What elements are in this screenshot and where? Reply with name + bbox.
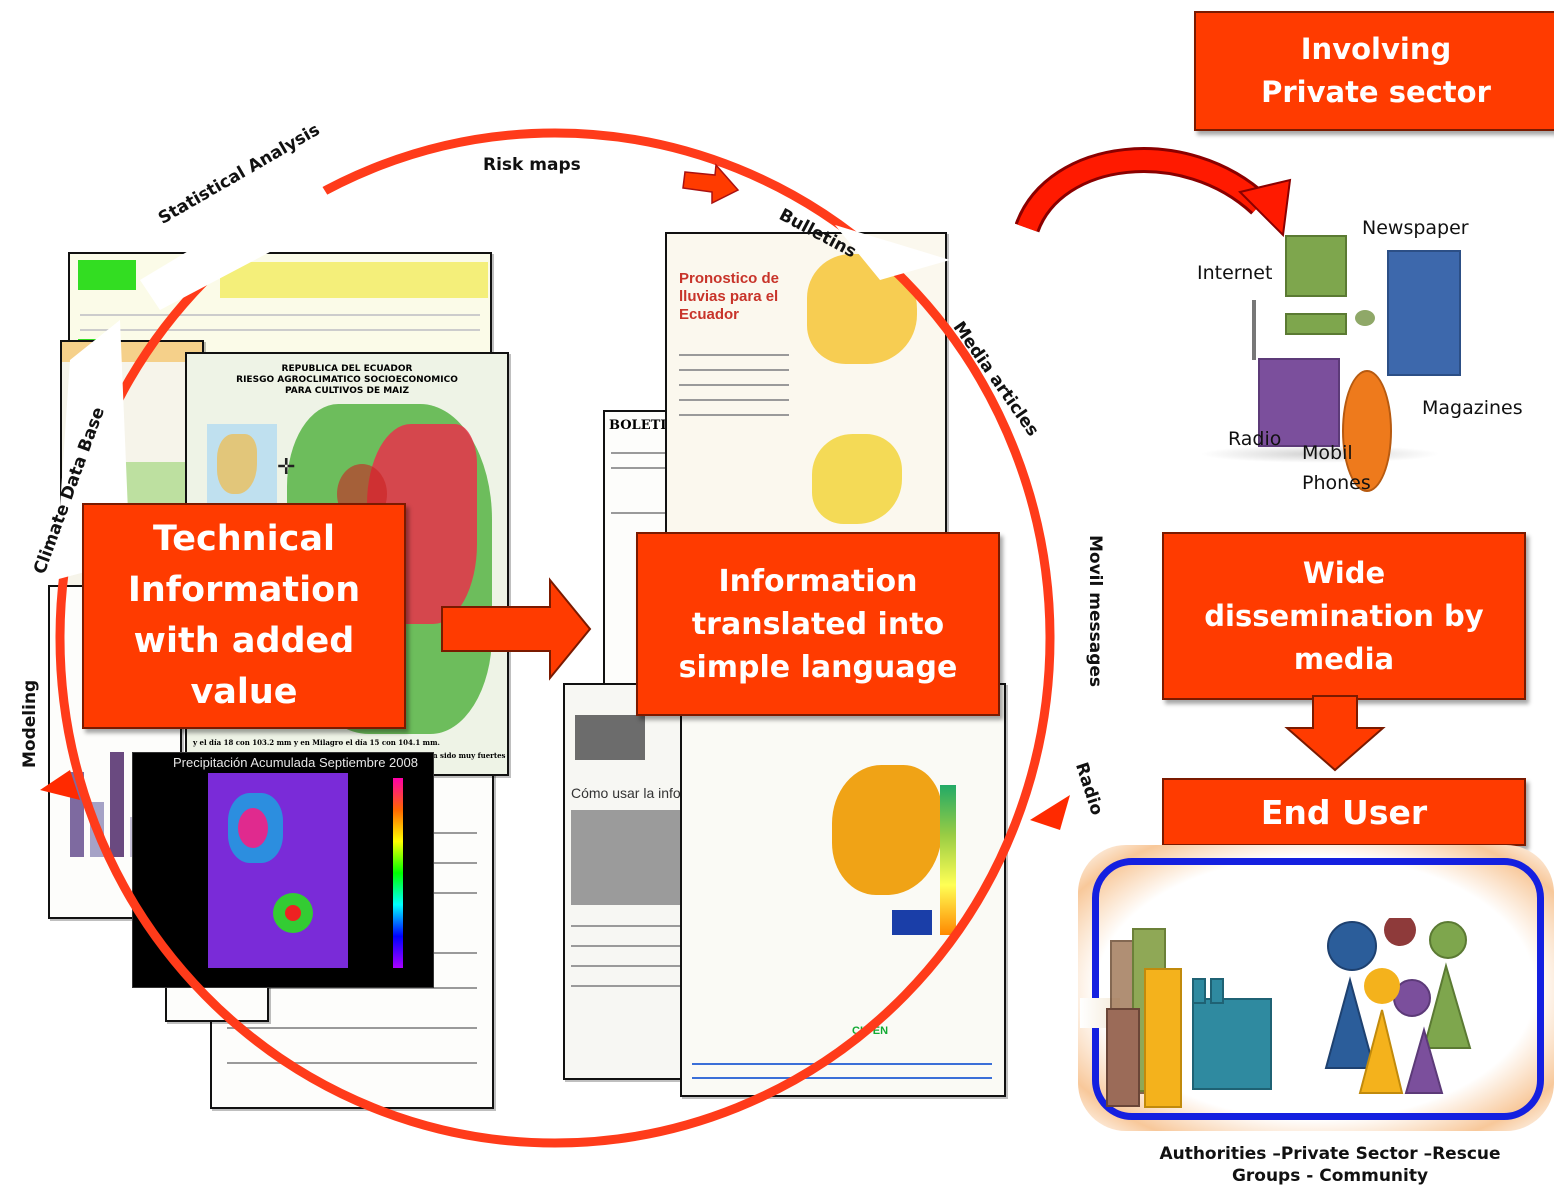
label-risk-maps: Risk maps [483,155,581,175]
mobile-phone-icon [1342,370,1392,492]
bulletin-doc: Pronostico de lluvias para el Ecuador [665,232,947,546]
radio-icon [1258,358,1340,447]
end-user-frame [1092,858,1544,1120]
arrow-down [1284,695,1386,772]
technical-info-text: Technical Information with added value [127,519,361,712]
newspaper-icon [1387,250,1461,376]
media-newspaper: Newspaper [1362,217,1469,239]
curved-arrow [1015,147,1292,238]
label-modeling: Modeling [20,679,40,768]
media-internet: Internet [1197,262,1273,284]
media-magazines: Magazines [1422,397,1523,419]
report-text-1: y el día 18 con 103.2 mm y en Milagro el… [193,738,440,747]
caption-line-1: Authorities –Private Sector –Rescue [1159,1144,1501,1164]
end-user-box: End User [1162,778,1526,846]
wide-dissemination-box: Wide dissemination by media [1162,532,1526,700]
precip-title: Precipitación Acumulada Septiembre 2008 [173,755,418,770]
end-user-caption: Authorities –Private Sector –Rescue Grou… [1130,1143,1530,1187]
people-icon [1324,918,1472,1094]
media-radio: Radio [1228,428,1282,450]
bulletin-head: Pronostico de lluvias para el Ecuador [679,270,780,323]
label-movil: Movil messages [1085,535,1105,688]
involving-private-box: Involving Private sector [1194,11,1554,131]
involving-private-text: Involving Private sector [1261,32,1491,109]
media-phones: Phones [1302,472,1371,494]
translated-info-text: Information translated into simple langu… [678,563,958,685]
end-user-text: End User [1260,792,1428,832]
map-bulletin: CIIFEN [680,683,1006,1097]
technical-info-box: Technical Information with added value [82,503,406,729]
map-title-1: REPUBLICA DEL ECUADOR [281,364,413,374]
map-title-2: RIESGO AGROCLIMATICO SOCIOECONOMICO [236,375,458,385]
compass-icon: ✛ [277,454,296,479]
map-title-3: PARA CULTIVOS DE MAIZ [284,386,410,396]
caption-line-2: Groups - Community [1231,1166,1429,1186]
internet-icon [1285,235,1347,297]
arrow-right [441,577,592,681]
media-cluster [1190,220,1550,500]
media-mobil: Mobil [1302,442,1353,464]
wide-dissemination-text: Wide dissemination by media [1204,555,1484,676]
precipitation-image: Precipitación Acumulada Septiembre 2008 [132,752,434,988]
buildings-icon [1080,928,1280,1108]
translated-info-box: Information translated into simple langu… [636,532,1000,716]
